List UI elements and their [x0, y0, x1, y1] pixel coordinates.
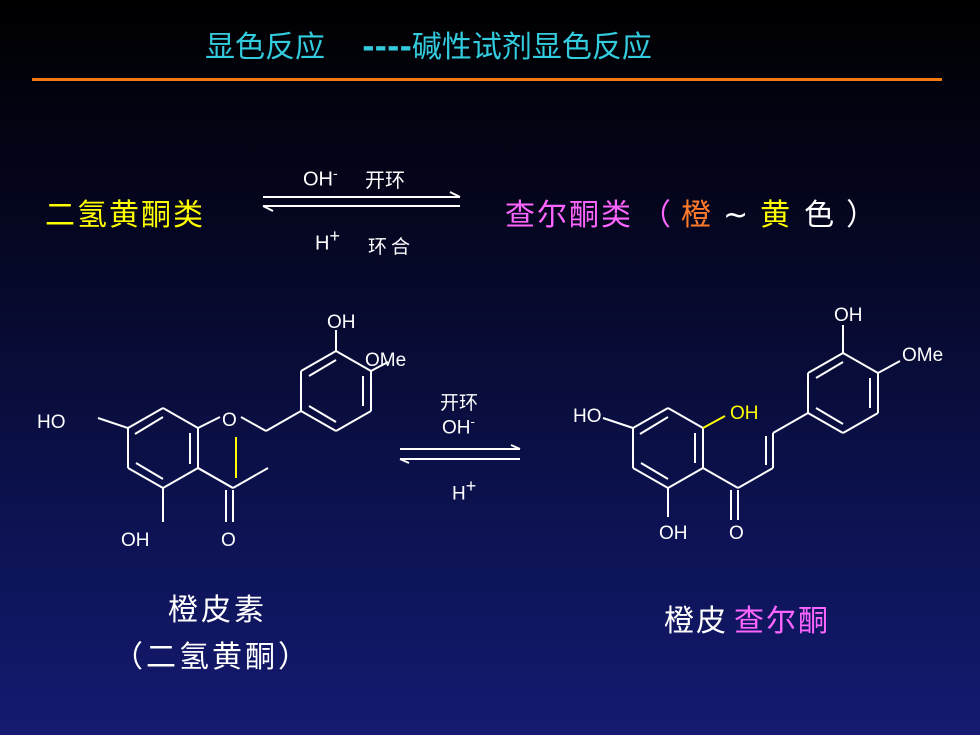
mol-left-o-carbonyl: O	[221, 530, 236, 551]
top-reagent-text: OH	[303, 168, 333, 191]
mol-right-ho: HO	[573, 406, 602, 427]
hesperetin-structure: OH OMe O HO OH O	[37, 312, 406, 551]
mid-arrow-reagent: OH-	[442, 414, 475, 439]
mol-left-ome: OMe	[365, 350, 406, 371]
bottom-reagent-text: H	[315, 232, 330, 255]
equilibrium-arrow-top	[262, 191, 461, 212]
mol-left-ho: HO	[37, 412, 66, 433]
chalcone-structure: OH OMe HO OH OH O	[573, 305, 943, 544]
paren-open: （	[641, 198, 673, 233]
mol-right-oh-yellow: OH	[730, 403, 759, 424]
chalcone-name: 橙皮查尔酮	[664, 596, 830, 640]
title-dashes: ----	[362, 30, 412, 65]
chalcone-name-suffix: 查尔酮	[734, 604, 830, 639]
mol-left-o-ring: O	[222, 410, 237, 431]
chalcone-name-prefix: 橙皮	[664, 604, 728, 639]
mol-right-oh-top: OH	[834, 305, 863, 326]
mol-left-oh-top: OH	[327, 312, 356, 333]
product-label: 查尔酮类（橙 ~ 黄色 ）	[505, 190, 878, 234]
product-name: 查尔酮类	[505, 198, 633, 233]
bottom-condition-label: 环合	[368, 236, 415, 258]
bottom-reagent: H+	[315, 226, 340, 256]
chalcone-yellow-bond	[702, 415, 726, 429]
mid-arrow-label: 开环	[440, 392, 479, 414]
color-orange-word: 橙	[681, 198, 713, 233]
mol-right-o-carbonyl: O	[729, 523, 744, 544]
mid-arrow-h-charge: +	[465, 476, 477, 496]
top-reagent: OH-	[303, 165, 338, 192]
mid-arrow-reagent-text: OH	[442, 417, 471, 439]
bottom-reagent-charge: +	[329, 226, 340, 246]
color-yellow-word: 黄	[760, 198, 793, 233]
hesperetin-name: 橙皮素	[168, 593, 267, 628]
mol-right-ome: OMe	[902, 345, 943, 366]
title-part1: 显色反应	[205, 30, 325, 65]
color-word: 色	[804, 198, 837, 233]
top-condition-label: 开环	[365, 168, 405, 192]
page-title: 显色反应 ----碱性试剂显色反应	[205, 22, 652, 66]
hesperetin-yellow-bond	[235, 437, 237, 478]
mol-right-oh-bottom: OH	[659, 523, 688, 544]
mid-equilibrium-arrow	[399, 444, 521, 464]
mid-arrow-h: H+	[452, 476, 476, 505]
title-divider	[32, 78, 942, 81]
mid-arrow-reagent-charge: -	[470, 414, 475, 429]
mol-left-oh-bottom: OH	[121, 530, 150, 551]
paren-close: ）	[846, 198, 879, 233]
mid-arrow-h-text: H	[452, 483, 466, 505]
title-part3: 碱性试剂显色反应	[411, 30, 652, 65]
top-reagent-charge: -	[333, 165, 338, 181]
reactant-label: 二氢黄酮类	[45, 198, 205, 233]
tilde: ~	[723, 198, 751, 233]
hesperetin-subname: （二氢黄酮）	[113, 640, 311, 675]
